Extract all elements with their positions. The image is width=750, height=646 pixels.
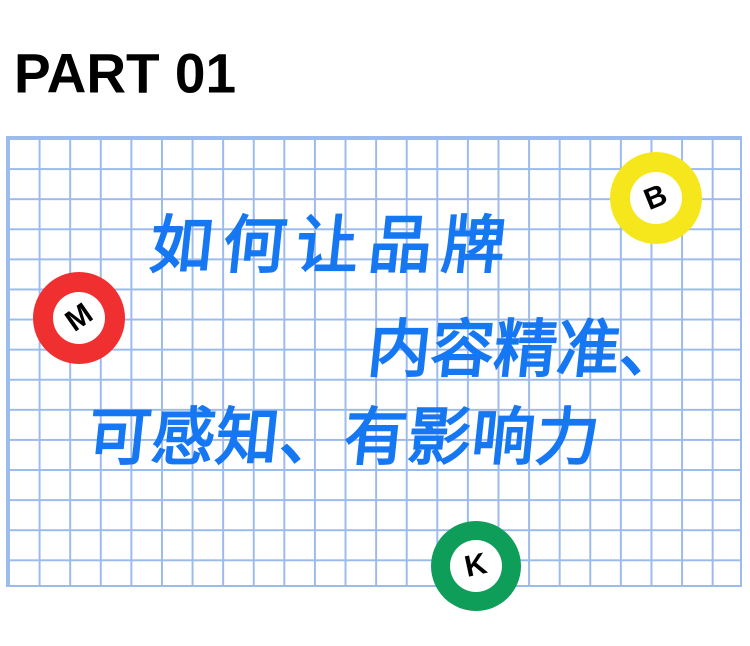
- headline-line-1: 如何让品牌: [146, 211, 519, 281]
- part-title: PART 01: [14, 41, 237, 105]
- ball-red-inner-circle: M: [53, 292, 105, 344]
- ball-red: M: [33, 272, 125, 364]
- ball-yellow: B: [610, 152, 702, 244]
- ball-green: K: [431, 521, 521, 611]
- ball-yellow-letter: B: [639, 178, 673, 217]
- headline-line-3: 可感知、有影响力: [84, 403, 604, 473]
- ball-red-letter: M: [59, 296, 99, 339]
- headline-line-2: 内容精准、: [364, 315, 687, 385]
- ball-green-letter: K: [461, 547, 490, 584]
- ball-green-inner-circle: K: [450, 540, 502, 592]
- ball-yellow-inner-circle: B: [630, 172, 682, 224]
